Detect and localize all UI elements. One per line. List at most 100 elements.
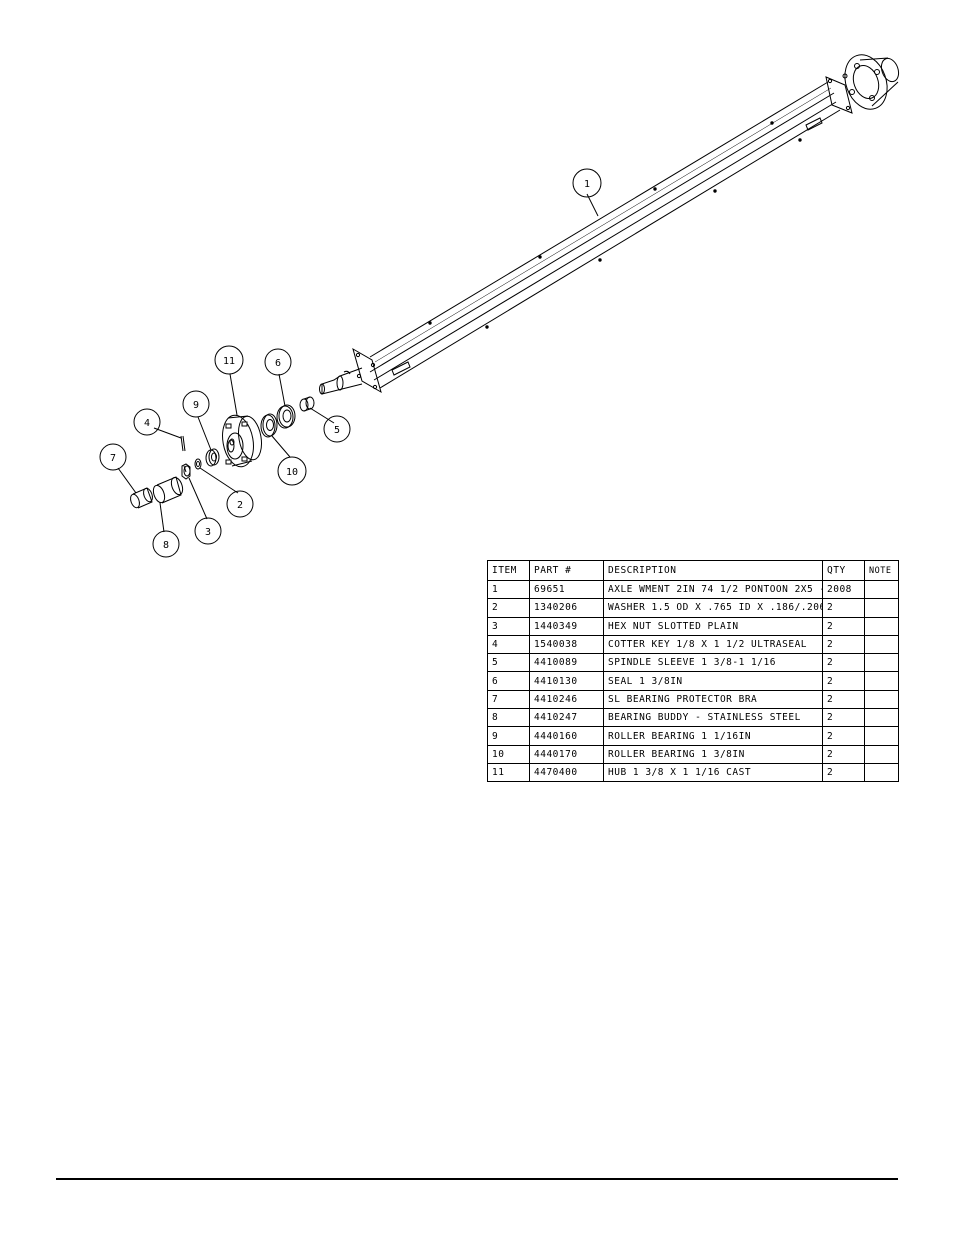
- svg-text:4: 4: [144, 418, 150, 429]
- balloon-item-1: 1: [572, 168, 602, 198]
- bom-cell-description: SEAL 1 3/8IN: [603, 671, 823, 691]
- bom-cell-note: [864, 689, 899, 710]
- svg-text:7: 7: [110, 453, 116, 464]
- bom-cell-note: [864, 726, 899, 746]
- bom-cell-qty: 2: [822, 616, 865, 636]
- roller-bearing-large: [260, 413, 278, 438]
- bom-header-description: DESCRIPTION: [603, 560, 823, 581]
- bom-cell-item: 4: [487, 634, 530, 655]
- svg-text:6: 6: [275, 358, 281, 369]
- hex-nut: [181, 463, 191, 480]
- bom-cell-qty: 2: [822, 762, 865, 783]
- bom-cell-description: WASHER 1.5 OD X .765 ID X .186/.206: [603, 598, 823, 618]
- balloon-item-8: 8: [152, 530, 180, 558]
- bom-cell-part: 4440170: [529, 744, 604, 764]
- svg-text:11: 11: [223, 356, 235, 367]
- bom-cell-description: COTTER KEY 1/8 X 1 1/2 ULTRASEAL: [603, 634, 823, 655]
- bom-cell-description: AXLE WMENT 2IN 74 1/2 PONTOON 2X5 -: [603, 579, 823, 600]
- bom-cell-item: 11: [487, 762, 530, 783]
- bom-cell-note: [864, 744, 899, 764]
- bearing-buddy: [152, 476, 184, 504]
- bom-cell-item: 10: [487, 744, 530, 764]
- bom-cell-part: 4410130: [529, 671, 604, 691]
- bom-cell-item: 2: [487, 598, 530, 618]
- bom-cell-part: 4440160: [529, 726, 604, 746]
- svg-text:3: 3: [205, 527, 211, 538]
- spindle-sleeve: [299, 396, 315, 412]
- bom-cell-note: [864, 598, 899, 618]
- bom-cell-qty: 2: [822, 671, 865, 691]
- bom-cell-item: 1: [487, 579, 530, 600]
- axle-tube: [369, 81, 841, 389]
- bom-cell-part: 4410089: [529, 653, 604, 673]
- bom-header-row: ITEM PART # DESCRIPTION QTY NOTE: [487, 560, 899, 581]
- bom-header-note: NOTE: [864, 560, 899, 581]
- bom-cell-item: 8: [487, 708, 530, 728]
- bom-cell-qty: 2: [822, 708, 865, 728]
- svg-text:2: 2: [237, 500, 243, 511]
- bom-cell-item: 6: [487, 671, 530, 691]
- balloon-item-4: 4: [133, 408, 161, 436]
- exploded-axle-drawing: 1 2 3 4 5 6 7 8 9 10 11: [99, 54, 900, 558]
- balloon-item-3: 3: [194, 517, 222, 545]
- svg-text:1: 1: [584, 179, 590, 190]
- washer: [194, 458, 202, 470]
- bom-header-qty: QTY: [822, 560, 865, 581]
- right-hub-assembly: [825, 54, 900, 114]
- bom-cell-qty: 2008: [822, 579, 865, 600]
- svg-text:8: 8: [163, 540, 169, 551]
- hub: [222, 414, 262, 468]
- balloon-item-11: 11: [214, 345, 244, 375]
- bom-cell-description: HEX NUT SLOTTED PLAIN: [603, 616, 823, 636]
- bom-cell-note: [864, 671, 899, 691]
- svg-text:5: 5: [334, 425, 340, 436]
- bom-cell-item: 9: [487, 726, 530, 746]
- balloon-item-5: 5: [323, 415, 351, 443]
- bom-cell-note: [864, 634, 899, 655]
- bom-cell-qty: 2: [822, 598, 865, 618]
- bom-cell-item: 7: [487, 689, 530, 710]
- bom-cell-item: 5: [487, 653, 530, 673]
- footer-rule: [56, 1178, 898, 1180]
- bom-cell-qty: 2: [822, 689, 865, 710]
- bom-cell-note: [864, 653, 899, 673]
- bom-cell-note: [864, 708, 899, 728]
- bom-cell-part: 1440349: [529, 616, 604, 636]
- bom-cell-part: 4410247: [529, 708, 604, 728]
- bom-cell-description: BEARING BUDDY - STAINLESS STEEL: [603, 708, 823, 728]
- seal: [276, 404, 296, 429]
- balloon-item-10: 10: [277, 456, 307, 486]
- bom-cell-qty: 2: [822, 653, 865, 673]
- balloon-item-2: 2: [226, 490, 254, 518]
- balloon-item-9: 9: [182, 390, 210, 418]
- cotter-key: [180, 435, 186, 452]
- bom-cell-part: 4470400: [529, 762, 604, 783]
- bom-cell-note: [864, 762, 899, 783]
- bearing-protector: [130, 487, 153, 509]
- bom-cell-part: 1540038: [529, 634, 604, 655]
- bom-cell-description: ROLLER BEARING 1 1/16IN: [603, 726, 823, 746]
- balloon-item-6: 6: [264, 348, 292, 376]
- svg-text:10: 10: [286, 467, 298, 478]
- bom-cell-description: HUB 1 3/8 X 1 1/16 CAST: [603, 762, 823, 783]
- roller-bearing-small: [205, 448, 220, 467]
- bom-header-item: ITEM: [487, 560, 530, 581]
- bom-header-part: PART #: [529, 560, 604, 581]
- svg-text:9: 9: [193, 400, 199, 411]
- bom-cell-part: 1340206: [529, 598, 604, 618]
- bom-cell-item: 3: [487, 616, 530, 636]
- bom-cell-part: 69651: [529, 579, 604, 600]
- bom-cell-description: ROLLER BEARING 1 3/8IN: [603, 744, 823, 764]
